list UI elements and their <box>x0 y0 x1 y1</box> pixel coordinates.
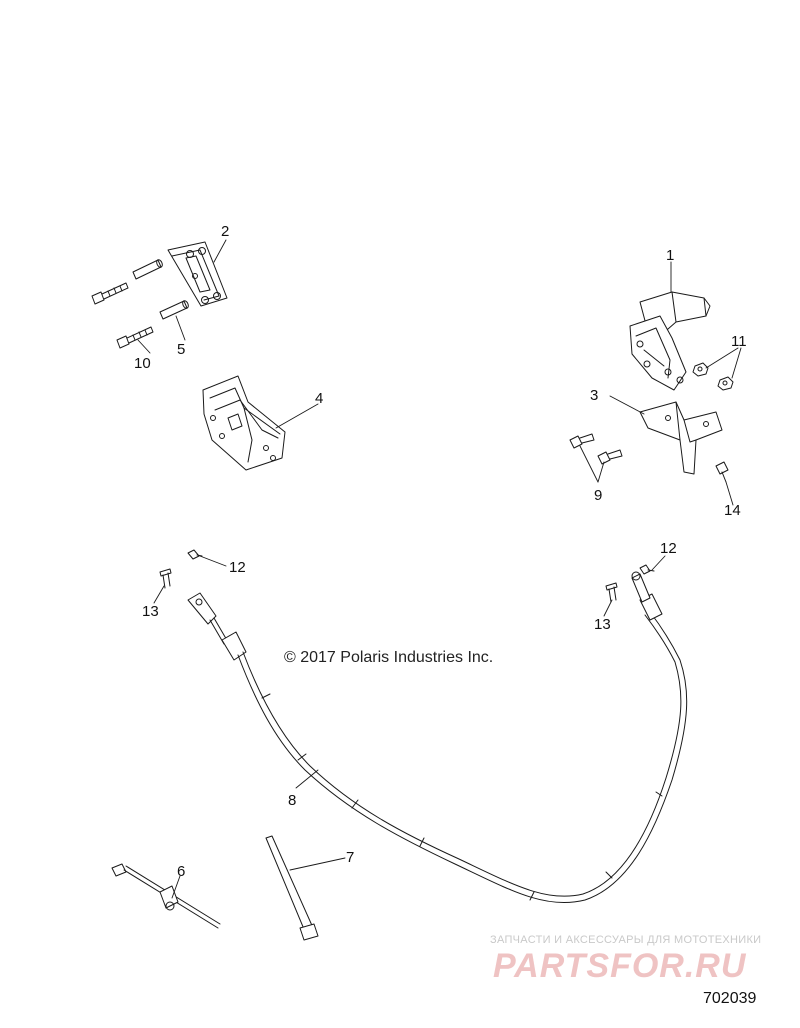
part-3-lever-bracket <box>639 401 723 475</box>
part-8-brake-cable <box>187 571 688 904</box>
copyright-notice: © 2017 Polaris Industries Inc. <box>284 649 494 666</box>
diagram-number: 702039 <box>703 990 757 1007</box>
leader-lines <box>137 239 742 899</box>
callout-13-left[interactable]: 13 <box>142 603 159 620</box>
part-4-mount-bracket <box>202 375 286 471</box>
part-2-bracket <box>167 241 228 307</box>
callout-12-right[interactable]: 12 <box>660 540 677 557</box>
callout-2[interactable]: 2 <box>221 223 230 240</box>
callout-14[interactable]: 14 <box>724 502 741 519</box>
callout-11[interactable]: 11 <box>731 333 747 350</box>
part-14-screw <box>715 461 729 483</box>
callout-4[interactable]: 4 <box>315 390 324 407</box>
callout-10[interactable]: 10 <box>134 355 151 372</box>
part-1-handbrake-lever <box>629 291 711 391</box>
part-5-spacers <box>132 259 189 320</box>
part-12-clip-left <box>187 549 203 560</box>
part-13-pin-right <box>605 582 618 603</box>
part-12-clip-right <box>639 564 655 575</box>
callout-7[interactable]: 7 <box>346 849 355 866</box>
part-7-cable-tie <box>265 835 319 941</box>
watermark-tagline: ЗАПЧАСТИ И АКСЕССУАРЫ ДЛЯ МОТОТЕХНИКИ <box>490 934 762 946</box>
part-9-bolts <box>569 433 623 465</box>
part-13-pin-left <box>159 568 172 589</box>
part-10-bolts <box>91 282 154 349</box>
watermark-logo: PARTSFOR.RU <box>493 947 747 985</box>
callout-8[interactable]: 8 <box>288 792 297 809</box>
callout-9[interactable]: 9 <box>594 487 603 504</box>
callout-13-right[interactable]: 13 <box>594 616 611 633</box>
part-11-nuts <box>692 362 734 391</box>
callout-3[interactable]: 3 <box>590 387 599 404</box>
part-6-cable-tie-clip <box>111 863 221 929</box>
callout-6[interactable]: 6 <box>177 863 186 880</box>
callout-5[interactable]: 5 <box>177 341 186 358</box>
callout-1[interactable]: 1 <box>666 247 675 264</box>
callout-12-left[interactable]: 12 <box>229 559 246 576</box>
